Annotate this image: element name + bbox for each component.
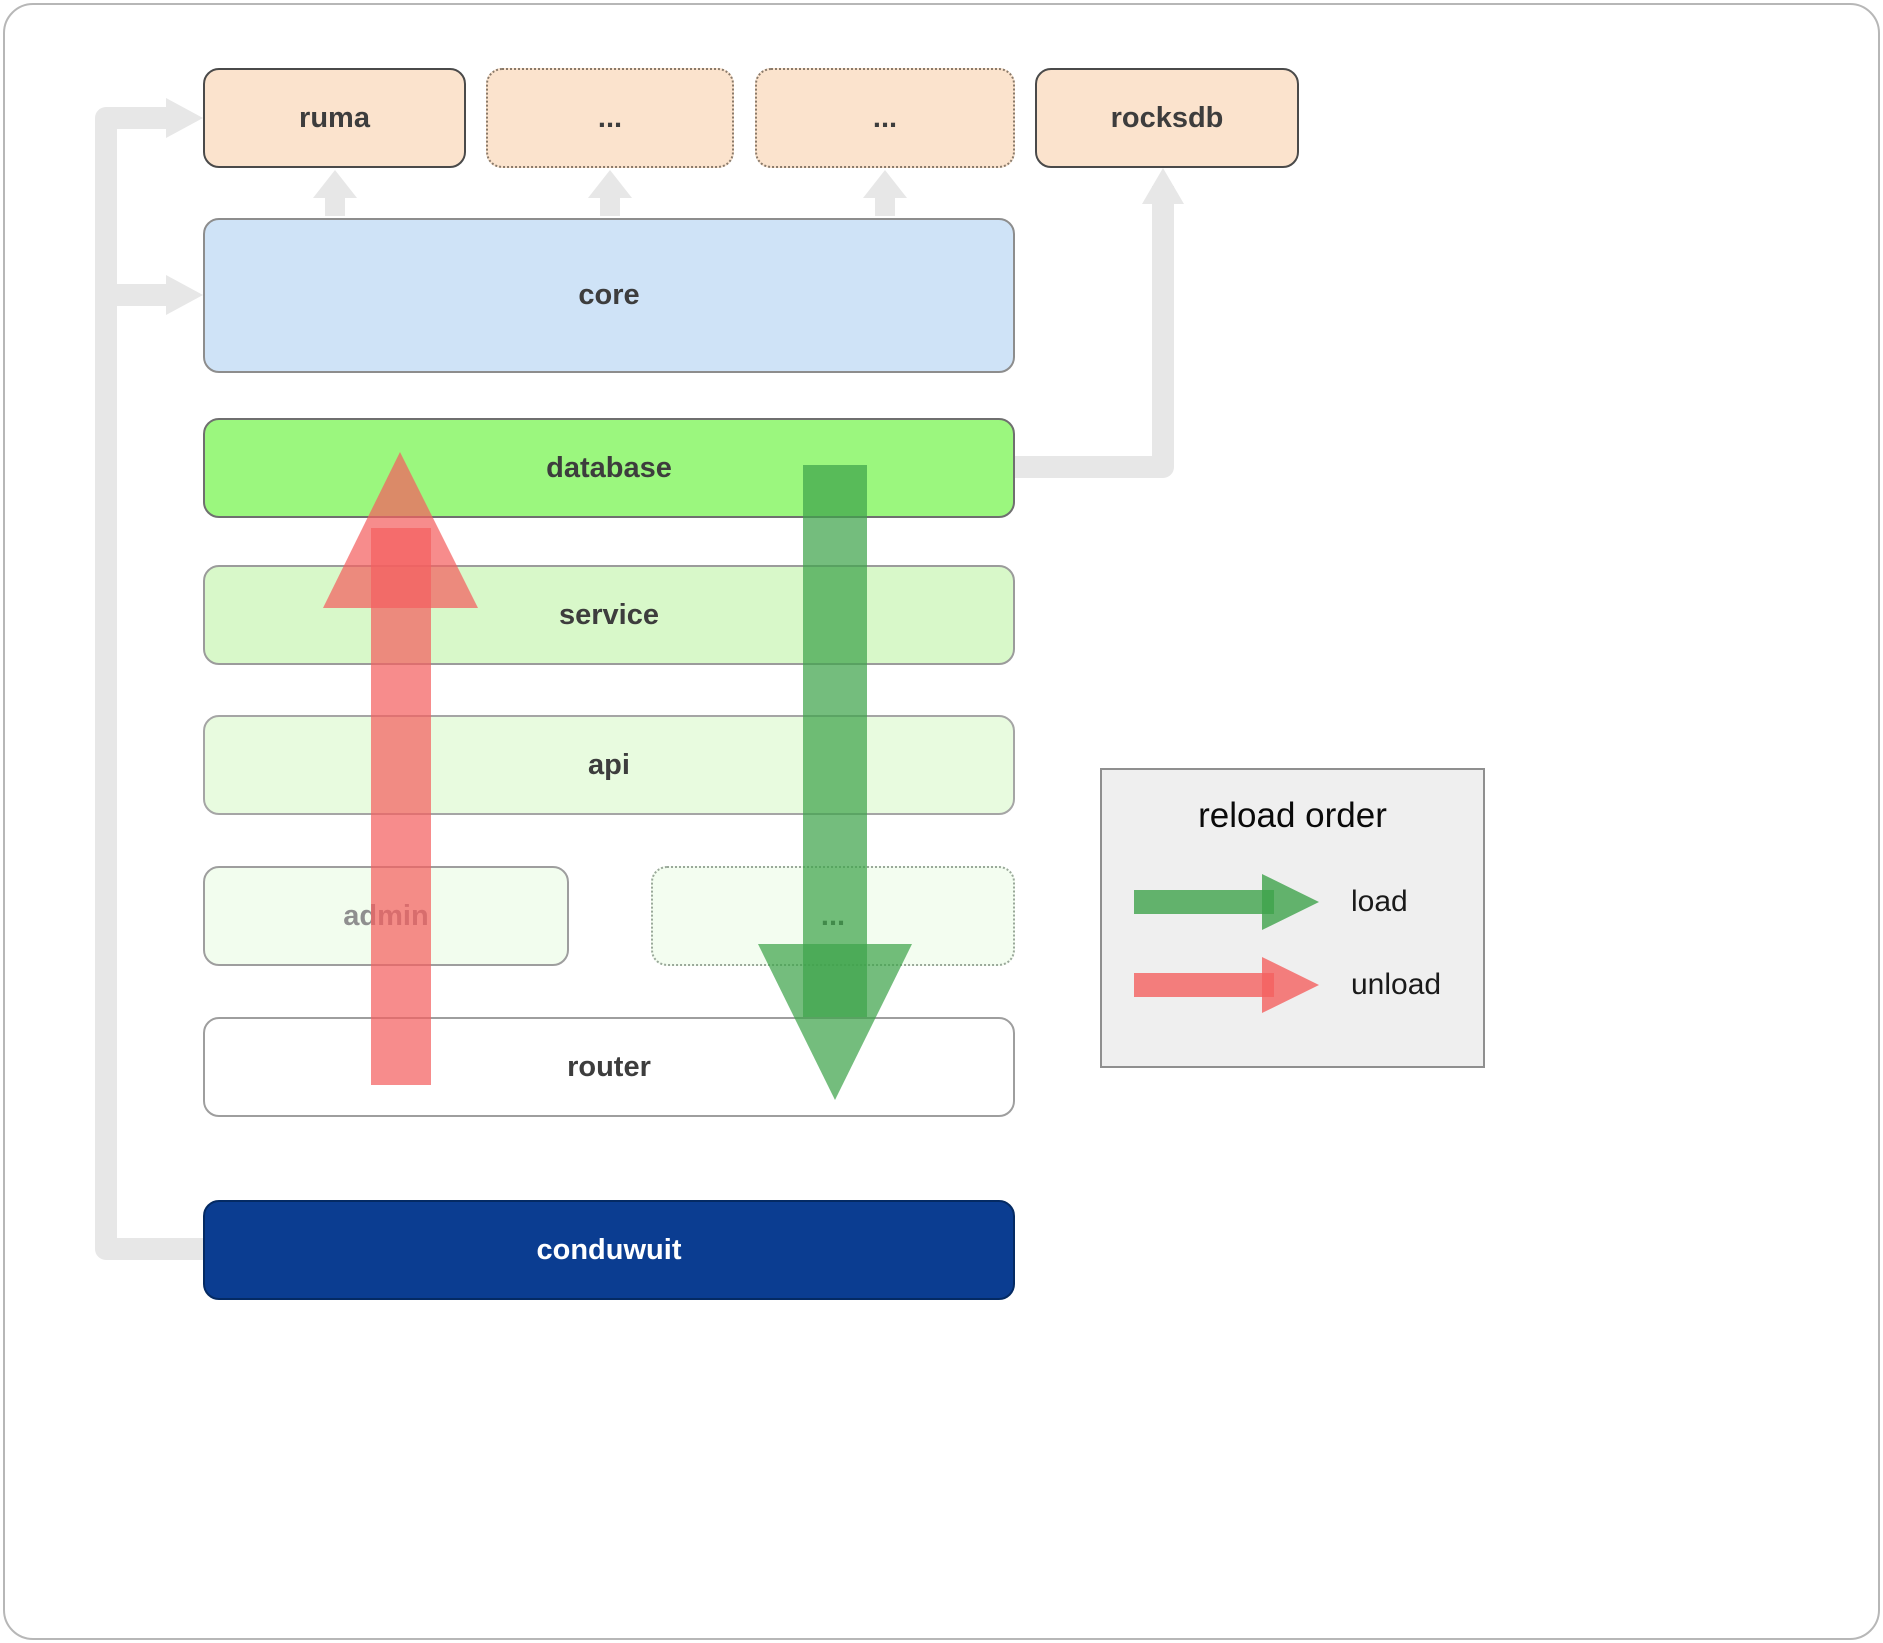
node-dependency-ellipsis-1-label: ... [597, 101, 623, 134]
legend-load-arrow-head-icon [1262, 874, 1319, 930]
load-arrow-icon [1134, 874, 1319, 930]
core-to-ellipsis1-arrow-icon [588, 170, 632, 216]
node-rocksdb: rocksdb [1035, 68, 1299, 168]
unload-arrow-icon [1134, 957, 1319, 1013]
node-api: api [203, 715, 1015, 815]
node-dependency-ellipsis-1: ... [486, 68, 734, 168]
node-conduwuit-label: conduwuit [536, 1233, 682, 1266]
node-module-ellipsis: ... [651, 866, 1015, 966]
connector-core-arrowhead-icon [166, 275, 203, 315]
connector-rocksdb-arrowhead-icon [1142, 168, 1184, 204]
legend-unload-arrow-head-icon [1262, 957, 1319, 1013]
node-ruma-label: ruma [299, 101, 370, 134]
node-core: core [203, 218, 1015, 373]
node-ruma: ruma [203, 68, 466, 168]
node-router-label: router [567, 1050, 651, 1083]
legend-item-unload: unload [1134, 950, 1441, 1020]
node-admin-label: admin [343, 899, 429, 932]
node-dependency-ellipsis-2: ... [755, 68, 1015, 168]
node-core-label: core [578, 279, 640, 311]
node-conduwuit: conduwuit [203, 1200, 1015, 1300]
legend-unload-arrow-shaft [1134, 973, 1274, 997]
core-to-ellipsis2-arrow-icon [863, 170, 907, 216]
node-rocksdb-label: rocksdb [1110, 101, 1224, 134]
legend-item-load: load [1134, 867, 1408, 937]
legend-title: reload order [1198, 796, 1387, 835]
legend-unload-label: unload [1351, 968, 1442, 1001]
node-dependency-ellipsis-2-label: ... [872, 101, 898, 134]
connector-conduwuit-to-ruma [95, 107, 203, 1260]
node-api-label: api [588, 748, 630, 781]
node-module-ellipsis-label: ... [820, 899, 846, 932]
legend: reload order load unload [1100, 768, 1485, 1068]
node-admin: admin [203, 866, 569, 966]
connector-ruma-arrowhead-icon [166, 98, 203, 138]
connector-database-to-rocksdb [1015, 186, 1174, 478]
node-router: router [203, 1017, 1015, 1117]
node-service: service [203, 565, 1015, 665]
core-to-ruma-arrow-icon [313, 170, 357, 216]
node-database-label: database [546, 451, 672, 484]
legend-load-arrow-shaft [1134, 890, 1274, 914]
node-database: database [203, 418, 1015, 518]
node-service-label: service [559, 598, 659, 631]
legend-load-label: load [1351, 885, 1408, 918]
